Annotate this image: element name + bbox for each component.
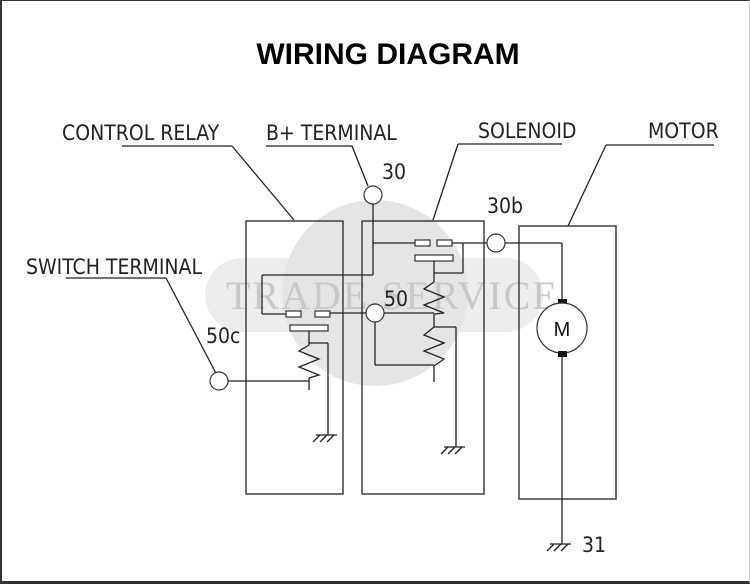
leader-b-plus [351,145,369,187]
leader-solenoid [432,143,459,221]
relay-coil [297,344,321,379]
motor-brush-bottom [558,351,567,357]
solenoid-contact-right [436,239,453,247]
terminal-30[interactable] [363,185,383,205]
page-title: WIRING DIAGRAM [256,38,519,71]
solenoid-ground-icon [440,446,465,455]
relay-contact-left [285,310,302,318]
terminal-50c-label: 50c [206,324,240,348]
label-control-relay: CONTROL RELAY [62,121,220,145]
solenoid-box [361,220,485,495]
terminal-50-label: 50 [384,287,408,311]
terminal-50[interactable] [365,303,385,323]
watermark-text: TRADE SERVICE [226,273,559,318]
terminal-30b[interactable] [486,233,506,253]
terminal-50c[interactable] [209,371,229,391]
relay-armature [289,324,329,332]
terminal-31-label: 31 [582,533,606,557]
solenoid-pull-in-coil [422,281,446,315]
relay-ground-icon [312,434,337,443]
label-b-plus-terminal: B+ TERMINAL [266,121,397,145]
motor-box [518,225,617,500]
solenoid-plunger [414,254,454,262]
solenoid-contact-left [414,239,431,247]
motor-symbol: M [554,319,571,341]
label-switch-terminal: SWITCH TERMINAL [26,255,202,279]
watermark: TRADE SERVICE [205,200,559,386]
motor-ground-icon [546,543,571,552]
control-relay-box [245,220,344,495]
leader-switch [165,277,219,378]
leader-control-relay [231,145,295,221]
solenoid-hold-in-coil [422,326,446,367]
leader-motor [567,144,607,227]
terminal-30-label: 30 [382,160,406,184]
terminal-30b-label: 30b [487,194,523,218]
relay-contact-right [314,310,331,318]
motor-brush-top [558,299,567,305]
label-solenoid: SOLENOID [478,119,576,143]
label-motor: MOTOR [648,119,719,143]
